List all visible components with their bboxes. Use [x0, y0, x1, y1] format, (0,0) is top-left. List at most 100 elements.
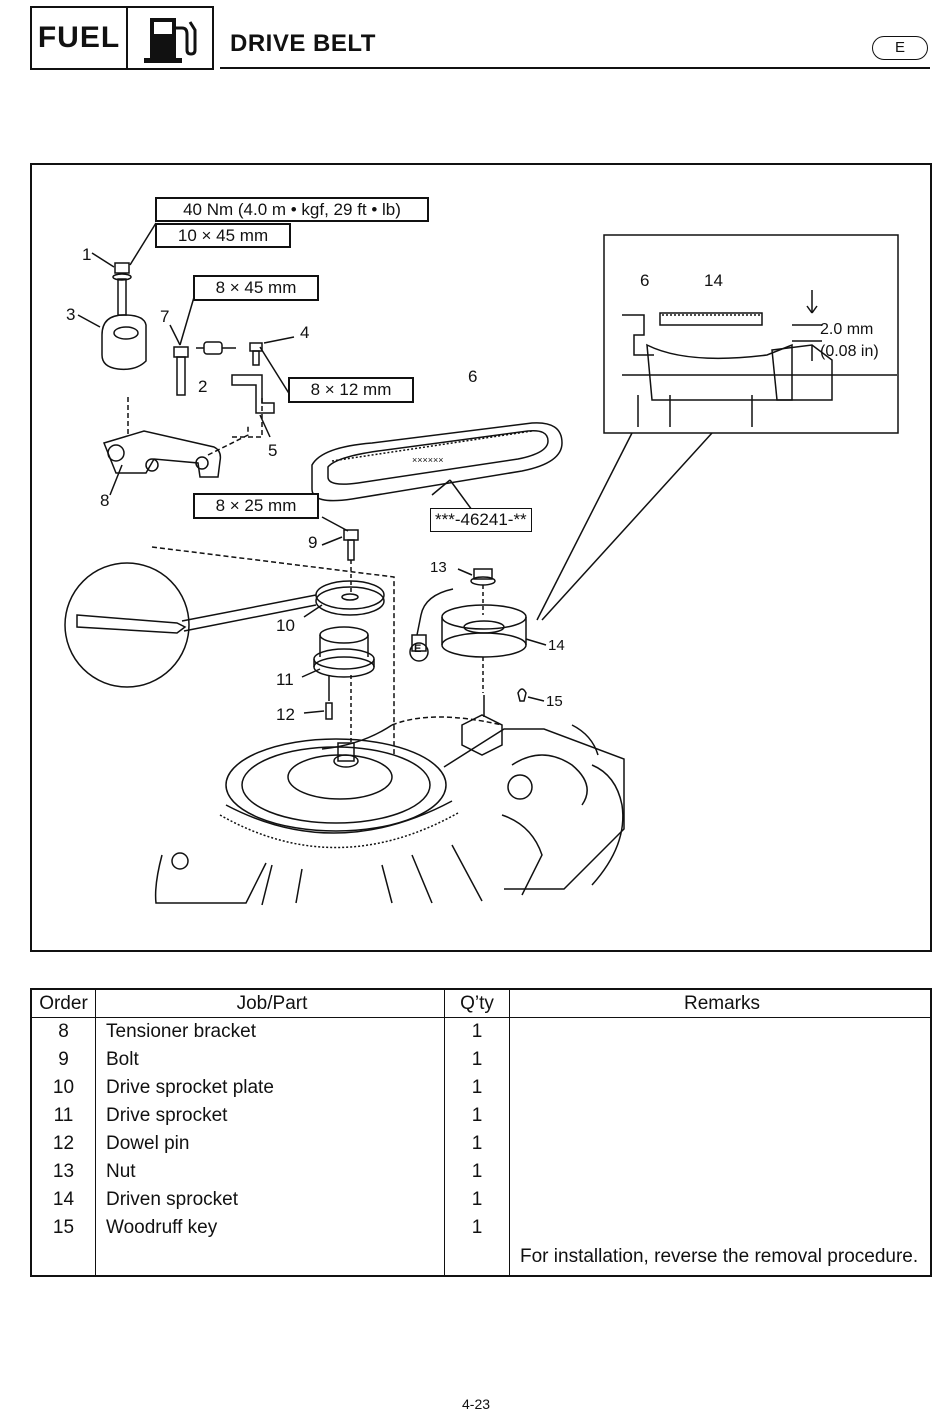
detail-callout-14: 14 [704, 271, 723, 290]
row-order: 10 [30, 1074, 96, 1102]
row-qty [444, 1242, 510, 1276]
clearance-imperial: (0.08 in) [820, 343, 879, 360]
callout-15: 15 [546, 693, 563, 710]
row-part: Nut [95, 1158, 445, 1186]
row-part: Bolt [95, 1046, 445, 1074]
row-order: 12 [30, 1130, 96, 1158]
header-rule [220, 67, 930, 69]
table-row: For installation, reverse the removal pr… [30, 1242, 932, 1276]
page-title: DRIVE BELT [230, 30, 376, 57]
table-row: 8 Tensioner bracket 1 [30, 1017, 932, 1046]
row-part: Dowel pin [95, 1130, 445, 1158]
callout-5: 5 [268, 441, 278, 460]
table-row: 11 Drive sprocket 1 [30, 1102, 932, 1130]
callout-7: 7 [160, 307, 170, 326]
header-remarks: Remarks [509, 988, 932, 1018]
belt-marking: ×××××× [412, 455, 444, 465]
language-badge: E [872, 36, 928, 60]
row-order [30, 1242, 96, 1276]
callout-6: 6 [468, 367, 478, 386]
part-9-bolt [343, 529, 359, 561]
part-8-tensioner-bracket [102, 430, 222, 478]
engine-flywheel-assembly [151, 546, 625, 906]
fuel-pump-icon [128, 8, 212, 68]
lubricant-e-bottle [409, 588, 454, 662]
callout-3: 3 [66, 305, 76, 324]
section-tab: FUEL [30, 6, 214, 70]
callout-8: 8 [100, 491, 110, 510]
part-2-pin [196, 341, 236, 355]
row-remarks [509, 1102, 932, 1130]
table-row: 14 Driven sprocket 1 [30, 1186, 932, 1214]
bolt-9-size-spec: 8 × 25 mm [193, 493, 319, 519]
row-part: Woodruff key [95, 1214, 445, 1242]
part-1-bolt [112, 262, 132, 316]
row-remarks [509, 1158, 932, 1186]
header-order: Order [30, 988, 96, 1018]
row-qty: 1 [444, 1074, 510, 1102]
callout-14: 14 [548, 637, 565, 654]
table-row: 9 Bolt 1 [30, 1046, 932, 1074]
row-remarks [509, 1046, 932, 1074]
figure-drawing [64, 222, 899, 906]
callout-10: 10 [276, 616, 295, 635]
detail-belt-drawing [622, 312, 897, 427]
row-remarks [509, 1017, 932, 1046]
row-qty: 1 [444, 1017, 510, 1046]
belt-part-number: ***-46241-** [430, 508, 532, 532]
header-job-part: Job/Part [95, 988, 445, 1018]
torque-spec: 40 Nm (4.0 m • kgf, 29 ft • lb) [155, 197, 429, 222]
row-qty: 1 [444, 1214, 510, 1242]
part-5-bracket [231, 374, 275, 414]
row-remarks [509, 1130, 932, 1158]
plate-detail-magnifier [64, 562, 190, 688]
installation-note: For installation, reverse the removal pr… [520, 1246, 919, 1267]
part-6-timing-belt [311, 422, 563, 502]
bolt-4-size-spec: 8 × 12 mm [288, 377, 414, 403]
part-3-cover [101, 314, 147, 371]
row-qty: 1 [444, 1130, 510, 1158]
row-part: Drive sprocket [95, 1102, 445, 1130]
callout-2: 2 [198, 377, 208, 396]
row-order: 13 [30, 1158, 96, 1186]
part-12-dowel-pin [325, 702, 333, 720]
parts-table: Order Job/Part Q’ty Remarks 8 Tensioner … [30, 988, 932, 1277]
table-row: 10 Drive sprocket plate 1 [30, 1074, 932, 1102]
part-4-bolt [249, 342, 263, 366]
callout-9: 9 [308, 533, 318, 552]
page-number: 4-23 [462, 1396, 491, 1412]
row-order: 15 [30, 1214, 96, 1242]
bolt-7-size-spec: 8 × 45 mm [193, 275, 319, 301]
part-11-drive-sprocket [313, 626, 375, 678]
row-qty: 1 [444, 1102, 510, 1130]
bolt-1-size-spec: 10 × 45 mm [155, 223, 291, 248]
row-remarks [509, 1214, 932, 1242]
detail-callout-6: 6 [640, 271, 650, 290]
row-part: Driven sprocket [95, 1186, 445, 1214]
row-remarks [509, 1074, 932, 1102]
row-remarks: For installation, reverse the removal pr… [509, 1242, 932, 1276]
callout-12: 12 [276, 705, 295, 724]
row-order: 9 [30, 1046, 96, 1074]
section-label: FUEL [32, 8, 128, 68]
detail-inset-frame [603, 234, 899, 434]
lubricant-e-label: E [414, 643, 422, 655]
row-part [95, 1242, 445, 1276]
row-order: 8 [30, 1017, 96, 1046]
row-remarks [509, 1186, 932, 1214]
row-qty: 1 [444, 1046, 510, 1074]
part-15-woodruff-key [517, 688, 527, 702]
row-order: 14 [30, 1186, 96, 1214]
row-order: 11 [30, 1102, 96, 1130]
row-qty: 1 [444, 1158, 510, 1186]
detail-leader-line [536, 432, 633, 621]
callout-11: 11 [276, 670, 294, 689]
part-13-nut [470, 568, 496, 586]
exploded-view-figure: 40 Nm (4.0 m • kgf, 29 ft • lb) 10 × 45 … [30, 163, 932, 952]
callout-4: 4 [300, 323, 310, 342]
callout-13: 13 [430, 559, 447, 576]
part-14-driven-sprocket [441, 604, 527, 658]
callout-1: 1 [82, 245, 92, 264]
header-qty: Q’ty [444, 988, 510, 1018]
table-row: 12 Dowel pin 1 [30, 1130, 932, 1158]
